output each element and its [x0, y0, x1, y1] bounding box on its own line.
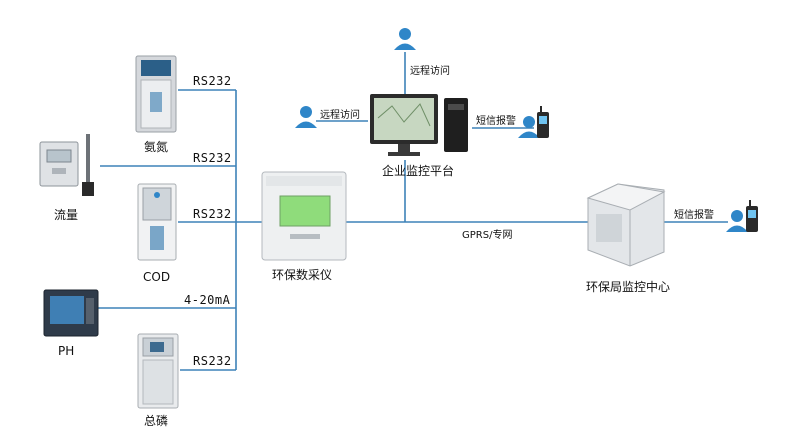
- remote-access-label: 远程访问: [320, 110, 360, 121]
- cod-analyzer-icon: [137, 183, 177, 261]
- link-label-rs232: RS232: [193, 74, 232, 88]
- link-label-rs232: RS232: [193, 207, 232, 221]
- ammonia-analyzer-icon: [135, 55, 177, 133]
- user-icon: [726, 210, 748, 232]
- total-phosphorus-label: 总磷: [144, 414, 169, 428]
- sms-alarm-label: 短信报警: [674, 210, 714, 221]
- collector-icon: [261, 171, 347, 261]
- ph-meter-icon: [43, 289, 99, 337]
- user-icon: [394, 28, 416, 50]
- user-icon: [295, 106, 317, 128]
- bureau-center-label: 环保局监控中心: [586, 280, 671, 294]
- flow-label: 流量: [54, 208, 79, 222]
- collector-label: 环保数采仪: [272, 268, 333, 282]
- flow-meter-icon: [39, 134, 94, 196]
- cod-label: COD: [143, 270, 171, 284]
- sms-alarm-label: 短信报警: [476, 116, 516, 127]
- platform-computer-icon: [370, 94, 468, 156]
- user-icon: [518, 116, 540, 138]
- link-label-rs232: RS232: [193, 354, 232, 368]
- enterprise-platform-label: 企业监控平台: [382, 164, 455, 178]
- ph-label: PH: [58, 344, 75, 358]
- link-label-gprs: GPRS/专网: [462, 230, 513, 241]
- mobile-phone-icon: [746, 200, 758, 232]
- remote-access-label: 远程访问: [410, 66, 450, 77]
- ammonia-label: 氨氮: [144, 140, 169, 154]
- mobile-phone-icon: [537, 106, 549, 138]
- link-label-rs232: RS232: [193, 151, 232, 165]
- bureau-building-icon: [586, 183, 666, 267]
- link-label-analog: 4-20mA: [184, 293, 231, 307]
- total-phosphorus-analyzer-icon: [137, 333, 179, 409]
